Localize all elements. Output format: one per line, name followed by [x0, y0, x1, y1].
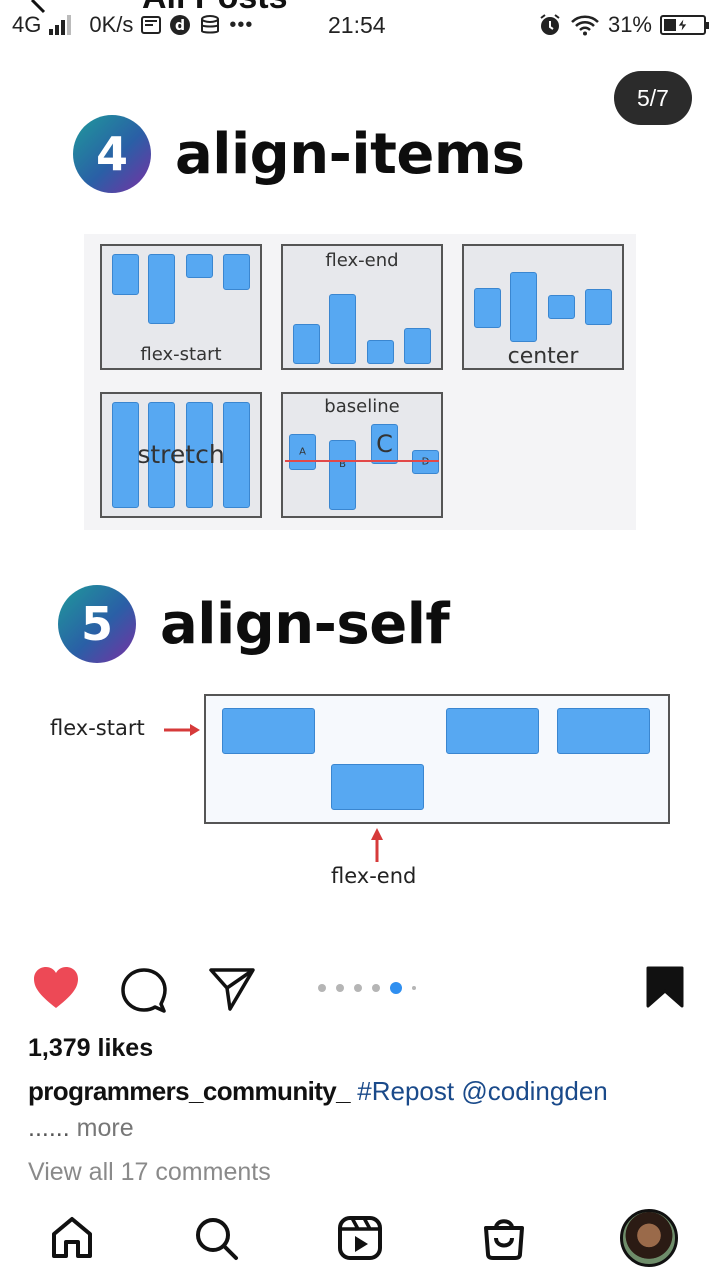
- flex-item: [112, 402, 139, 508]
- diagram-flex-start: flex-start: [100, 244, 262, 370]
- diagram-flex-end: flex-end: [281, 244, 443, 370]
- battery-icon: [660, 15, 709, 35]
- carousel-dot: [318, 984, 326, 992]
- flex-item: D: [412, 450, 439, 474]
- arrow-right-icon: [164, 724, 200, 736]
- flex-item: [474, 288, 501, 328]
- diagram-label: baseline: [324, 396, 400, 417]
- share-icon[interactable]: [208, 966, 256, 1017]
- section-number-badge: 5: [58, 585, 136, 663]
- flex-end-label: flex-end: [331, 864, 417, 888]
- svg-text:d: d: [175, 18, 185, 34]
- flex-start-label: flex-start: [50, 716, 145, 740]
- diagram-label: center: [507, 344, 579, 369]
- status-bar: All Posts 4G 0K/s d ••• 21:54 31%: [0, 0, 720, 52]
- caption-hashtag[interactable]: #Repost: [357, 1076, 455, 1106]
- caption-mention[interactable]: @codingden: [461, 1076, 608, 1106]
- flex-item: [186, 402, 213, 508]
- flex-item: [222, 708, 315, 754]
- baseline-letter: B: [339, 459, 346, 470]
- carousel-dot: [412, 986, 416, 990]
- flex-item: [510, 272, 537, 342]
- section-title: align-items: [175, 121, 525, 187]
- baseline-line: [285, 460, 439, 462]
- alarm-icon: [538, 13, 562, 37]
- flex-item: [367, 340, 394, 364]
- page-title: All Posts: [142, 0, 287, 17]
- flex-item: [112, 254, 139, 295]
- caption-username[interactable]: programmers_community_: [28, 1076, 351, 1106]
- caption-more-line: ...... more: [28, 1114, 134, 1143]
- carousel-dot: [372, 984, 380, 992]
- flex-item: [548, 295, 575, 319]
- bottom-nav: [0, 1196, 720, 1280]
- diagram-center: center: [462, 244, 624, 370]
- flex-item: [223, 402, 250, 508]
- shop-icon[interactable]: [476, 1210, 532, 1266]
- bookmark-icon[interactable]: [646, 966, 684, 1013]
- more-link[interactable]: more: [76, 1114, 134, 1142]
- baseline-letter: D: [421, 456, 430, 468]
- diagram-baseline: baseline A B C D: [281, 392, 443, 518]
- align-items-heading: 4 align-items: [73, 115, 525, 193]
- likes-count[interactable]: 1,379 likes: [28, 1034, 154, 1062]
- data-icon: [199, 14, 221, 36]
- wifi-icon: [570, 14, 600, 36]
- flex-item: [404, 328, 431, 364]
- heart-icon[interactable]: [32, 966, 80, 1015]
- d-app-icon: d: [169, 14, 191, 36]
- align-self-heading: 5 align-self: [58, 585, 450, 663]
- section-title: align-self: [160, 591, 450, 657]
- clock: 21:54: [328, 12, 386, 38]
- flex-item: [148, 254, 175, 324]
- diagram-stretch: stretch: [100, 392, 262, 518]
- carousel-dot-active: [390, 982, 402, 994]
- section-number-badge: 4: [73, 115, 151, 193]
- post-image[interactable]: 5/7 4 align-items flex-start flex-end c: [0, 52, 720, 942]
- flex-item-align-self-end: [331, 764, 424, 810]
- back-arrow-icon[interactable]: [30, 0, 54, 20]
- avatar: [620, 1209, 678, 1267]
- flex-item: A: [289, 434, 316, 470]
- flex-item: [223, 254, 250, 290]
- caption-ellipsis: ......: [28, 1114, 70, 1142]
- flex-item: [293, 324, 320, 364]
- flex-item: [148, 402, 175, 508]
- diagram-label: stretch: [137, 440, 225, 469]
- diagram-label: flex-end: [325, 250, 399, 271]
- align-self-diagram: [204, 694, 670, 824]
- flex-item: [329, 294, 356, 364]
- post-actions: [0, 962, 720, 1016]
- caption: programmers_community_ #Repost @codingde…: [28, 1076, 608, 1107]
- page-indicator: 5/7: [614, 71, 692, 125]
- carousel-dots: [318, 982, 416, 994]
- flex-item: C: [371, 424, 398, 464]
- align-items-diagrams: flex-start flex-end center stretch: [84, 234, 636, 530]
- home-icon[interactable]: [44, 1210, 100, 1266]
- diagram-label: flex-start: [140, 344, 222, 365]
- flex-item: [446, 708, 539, 754]
- arrow-up-icon: [371, 828, 383, 862]
- carousel-dot: [354, 984, 362, 992]
- baseline-letter: C: [376, 430, 393, 458]
- profile-avatar[interactable]: [618, 1207, 680, 1269]
- message-icon: [141, 16, 162, 34]
- battery-fill: [664, 19, 676, 31]
- view-comments-link[interactable]: View all 17 comments: [28, 1158, 271, 1186]
- flex-item: [186, 254, 213, 278]
- network-type: 4G: [12, 12, 42, 37]
- more-dots-icon: •••: [229, 13, 254, 36]
- comment-icon[interactable]: [120, 966, 168, 1019]
- reels-icon[interactable]: [332, 1210, 388, 1266]
- baseline-letter: A: [299, 446, 306, 458]
- signal-icon: [49, 15, 72, 35]
- carousel-dot: [336, 984, 344, 992]
- flex-item: [585, 289, 612, 325]
- network-speed: 0K/s: [89, 12, 134, 37]
- battery-percent: 31%: [607, 12, 652, 37]
- search-icon[interactable]: [188, 1210, 244, 1266]
- flex-item: [557, 708, 650, 754]
- flex-item: B: [329, 440, 356, 510]
